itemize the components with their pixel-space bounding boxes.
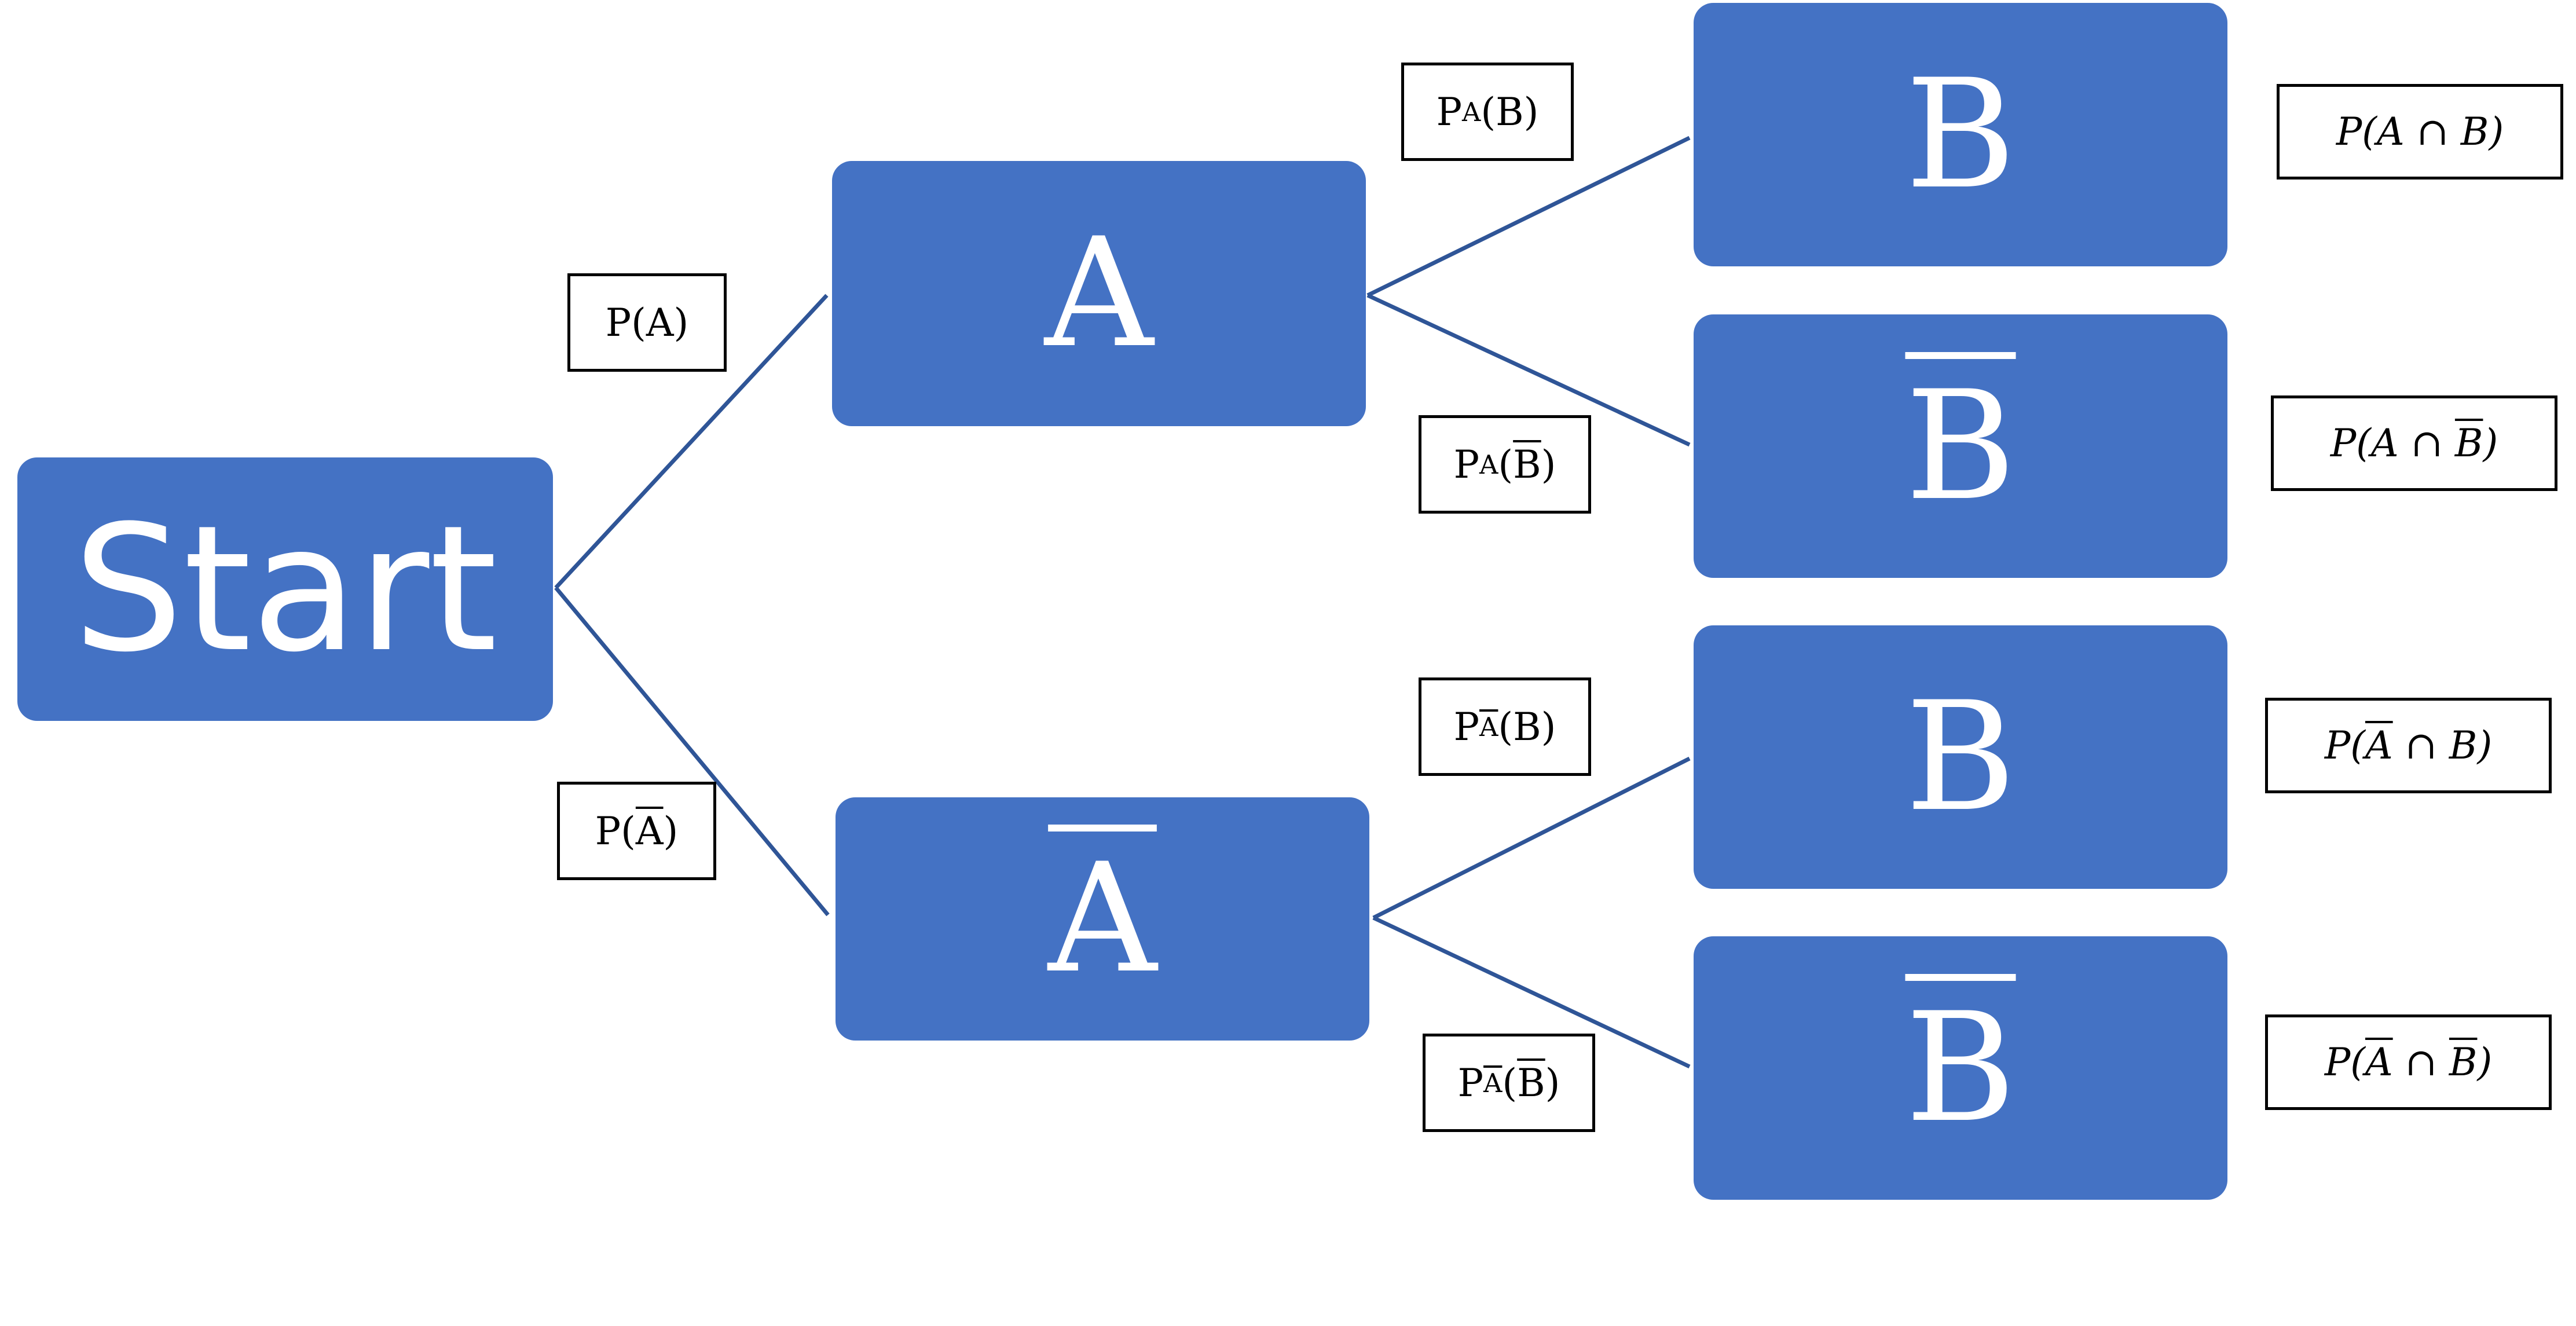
label-pa-b-open: (	[1481, 89, 1496, 134]
label-pa-b-close: )	[1523, 89, 1539, 134]
edge-start-to-a-bar	[554, 586, 830, 917]
label-pa-b-sub: A	[1461, 96, 1481, 127]
edge-a-bar-to-b	[1372, 756, 1691, 920]
label-pabar-b-close: )	[1541, 704, 1556, 749]
node-a-bar-b: B	[1694, 625, 2227, 889]
label-p-a-bar-and-b-op: ∩	[2392, 723, 2449, 768]
label-p-a-bar-and-b-bar-close: )	[2477, 1040, 2493, 1085]
node-a-bar-b-label: B	[1905, 669, 2016, 845]
label-p-a-and-b-left: A	[2376, 109, 2405, 154]
label-pa-b-bar-close: )	[1541, 442, 1556, 487]
node-a: A	[832, 161, 1366, 426]
node-a-bar-b-bar: B	[1694, 936, 2227, 1200]
node-a-bar-label: A	[1048, 832, 1157, 1006]
label-p-a-and-b-bar-left: A	[2370, 421, 2399, 466]
edge-a-to-b-bar	[1366, 293, 1691, 447]
label-pabar-b-bar-open: (	[1502, 1060, 1518, 1105]
label-p-a-and-b-bar-right: B	[2454, 421, 2483, 466]
node-a-b: B	[1694, 3, 2227, 266]
label-pa-b-bar-p: P	[1453, 442, 1479, 487]
label-p-a-bar-and-b-bar-left: A	[2365, 1040, 2393, 1085]
label-p-a-and-b-close: )	[2489, 109, 2504, 154]
label-p-a-bar-and-b-bar-right: B	[2449, 1040, 2478, 1085]
node-a-bar-b-bar-label: B	[1905, 980, 2016, 1156]
label-p-a-bar-and-b-bar-open: (	[2350, 1040, 2365, 1085]
label-pabar-b-arg: B	[1513, 704, 1541, 749]
node-a-b-bar: B	[1694, 314, 2227, 578]
label-p-a-and-b-right: B	[2460, 109, 2489, 154]
label-p-a-p: P	[605, 300, 632, 345]
label-pa-b-bar-sub: A	[1479, 449, 1498, 480]
edge-a-bar-to-b-bar	[1372, 915, 1691, 1069]
edge-start-to-a	[554, 294, 829, 589]
label-pabar-b-bar-arg: B	[1517, 1060, 1545, 1105]
node-start-label: Start	[73, 488, 497, 690]
node-start: Start	[17, 457, 553, 721]
label-pabar-b-bar-close: )	[1545, 1060, 1560, 1105]
label-pabar-b-bar-sub: A	[1483, 1067, 1503, 1098]
label-pabar-b-open: (	[1498, 704, 1514, 749]
label-p-a-and-b-op: ∩	[2404, 109, 2461, 154]
label-p-a-bar-p: P	[595, 808, 621, 854]
label-pa-b-arg: B	[1496, 89, 1524, 134]
label-p-a-and-b: P(A ∩ B)	[2277, 84, 2563, 180]
label-p-a-open: (	[631, 300, 646, 345]
node-a-bar: A	[836, 797, 1369, 1041]
label-p-a-and-b-open: (	[2362, 109, 2377, 154]
label-p-a-arg: A	[646, 300, 674, 345]
label-pabar-b-p: P	[1453, 704, 1479, 749]
label-p-a-bar-and-b-bar-p: P	[2324, 1040, 2351, 1085]
label-p-a-and-b-bar-op: ∩	[2398, 421, 2455, 466]
label-p-a-bar-and-b-right: B	[2449, 723, 2478, 768]
label-p-a-bar-and-b-p: P	[2324, 723, 2351, 768]
label-p-a-and-b-bar-p: P	[2330, 421, 2357, 466]
label-pa-b-bar-arg: B	[1513, 442, 1541, 487]
label-p-a-and-b-bar: P(A ∩ B)	[2271, 395, 2557, 491]
label-p-a-bar: P(A)	[557, 782, 716, 880]
label-pabar-b-bar-p: P	[1457, 1060, 1483, 1105]
edge-a-to-b	[1366, 135, 1691, 298]
label-p-a-close: )	[673, 300, 689, 345]
label-p-a-bar-open: (	[621, 808, 636, 854]
label-p-a-bar-and-b-close: )	[2477, 723, 2493, 768]
node-a-label: A	[1045, 206, 1153, 381]
label-p-a-bar-arg: A	[635, 808, 664, 854]
node-a-b-label: B	[1905, 47, 2016, 222]
label-p-a-bar-and-b: P(A ∩ B)	[2265, 698, 2552, 793]
label-pa-b-bar-open: (	[1498, 442, 1514, 487]
label-pabar-b-sub: A	[1479, 711, 1498, 742]
node-a-b-bar-label: B	[1905, 358, 2016, 534]
label-p-a-bar-and-b-open: (	[2350, 723, 2365, 768]
label-p-a-and-b-p: P	[2336, 109, 2362, 154]
label-p-a-bar-close: )	[663, 808, 679, 854]
label-p-a: P(A)	[567, 273, 727, 372]
label-p-a-and-b-bar-open: (	[2356, 421, 2371, 466]
label-p-a-bar-and-b-left: A	[2365, 723, 2393, 768]
label-p-a-bar-and-b-bar: P(A ∩ B)	[2265, 1014, 2552, 1110]
label-pa-b-p: P	[1436, 89, 1462, 134]
label-p-a-and-b-bar-close: )	[2483, 421, 2498, 466]
label-p-a-bar-and-b-bar-op: ∩	[2392, 1040, 2449, 1085]
